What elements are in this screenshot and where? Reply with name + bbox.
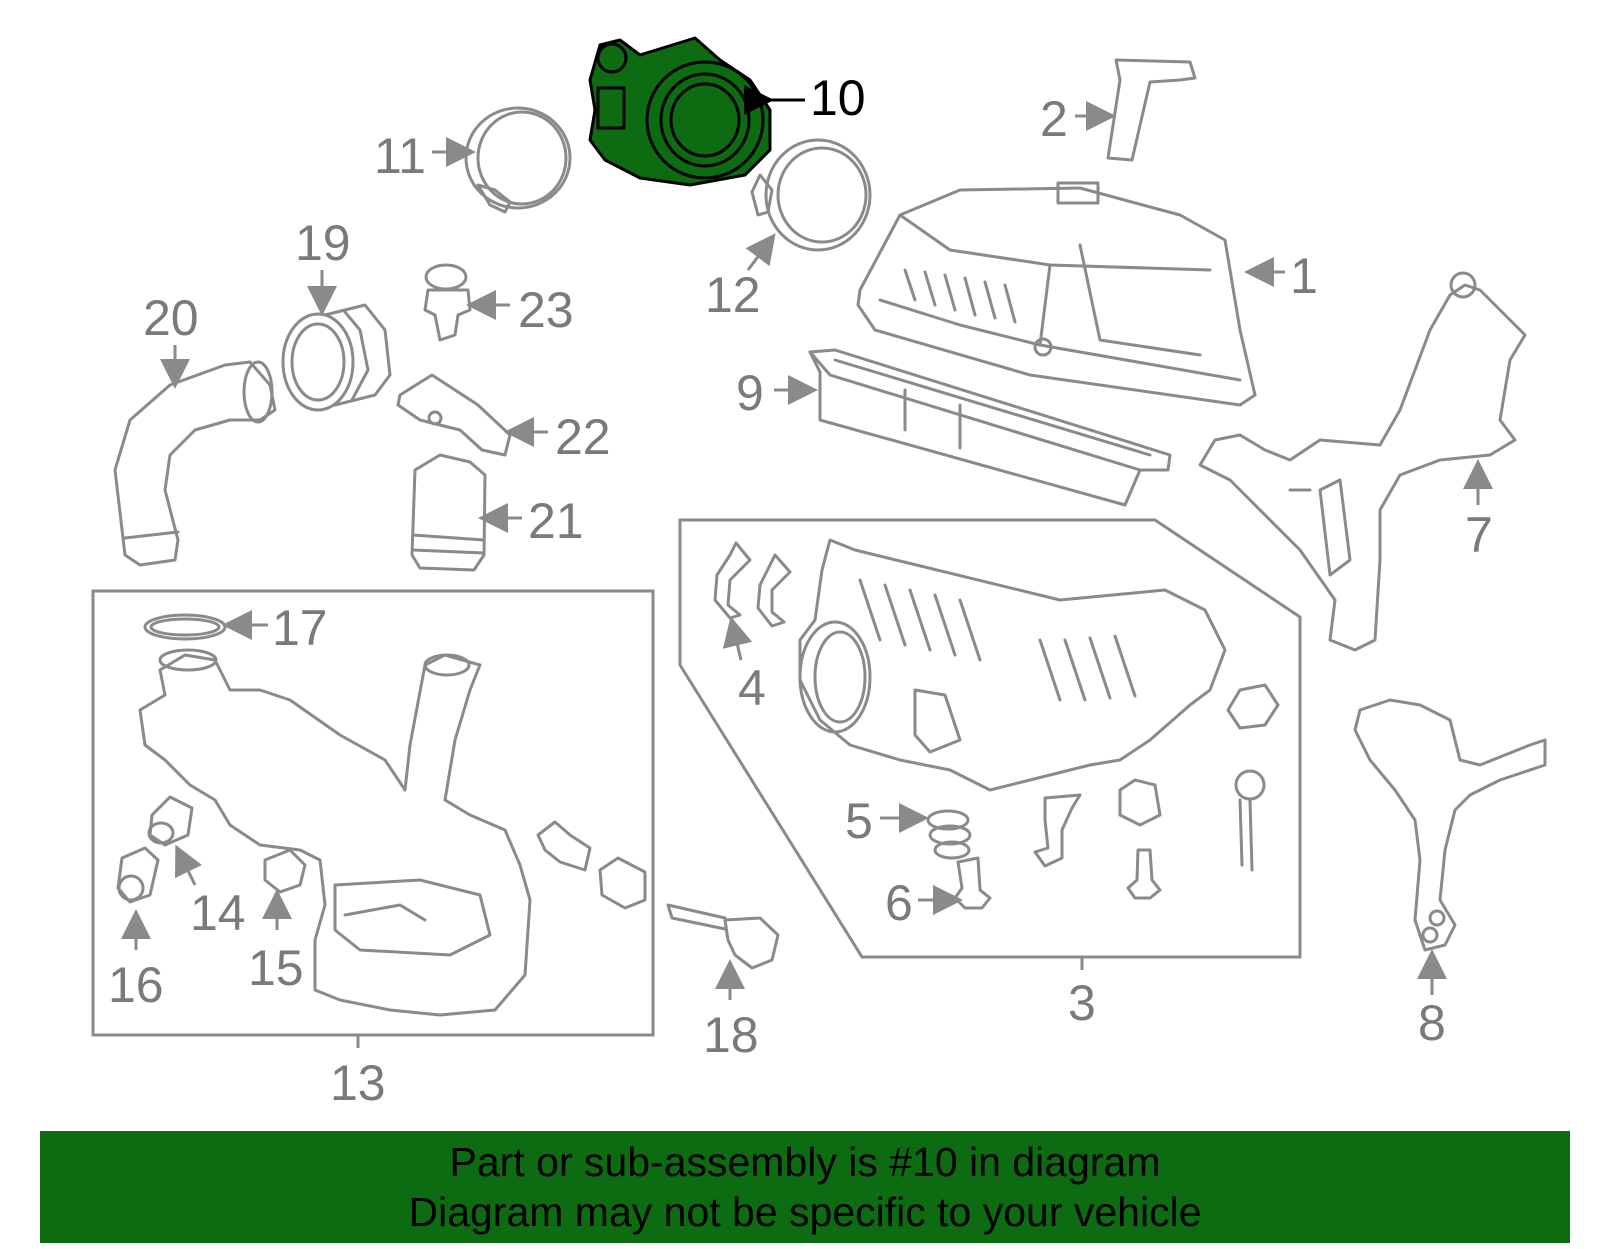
callout-17: 17 [272, 600, 328, 656]
part-mount-stud[interactable] [536, 820, 647, 910]
part-13-resonator-assembly[interactable] [138, 648, 532, 1017]
part-2-sensor[interactable] [1106, 58, 1197, 162]
callout-20: 20 [143, 290, 199, 346]
callout-3: 3 [1068, 975, 1096, 1031]
part-14-grommet[interactable] [147, 795, 194, 847]
callout-8: 8 [1418, 995, 1446, 1051]
part-7-bracket[interactable] [1198, 271, 1527, 652]
callout-16: 16 [108, 957, 164, 1013]
callout-21: 21 [528, 493, 584, 549]
callout-18: 18 [703, 1007, 759, 1063]
callout-12: 12 [705, 267, 761, 323]
part-18-bolt[interactable] [666, 903, 780, 970]
part-20-duct[interactable] [113, 360, 277, 567]
group-box-13 [91, 589, 655, 1037]
part-3-air-cleaner-case[interactable] [798, 538, 1227, 792]
callout-23: 23 [518, 282, 574, 338]
callout-1: 1 [1290, 248, 1318, 304]
part-11-hose-clamp[interactable] [464, 106, 572, 214]
part-1-air-cleaner-cover[interactable] [856, 181, 1257, 407]
part-15-grommet[interactable] [263, 848, 307, 894]
part-6-collar[interactable] [953, 856, 992, 910]
part-10-intake-adapter[interactable] [588, 36, 805, 187]
callout-4: 4 [738, 660, 766, 716]
part-17-o-ring[interactable] [143, 613, 227, 641]
callout-9: 9 [736, 365, 764, 421]
part-case-hardware[interactable] [1033, 683, 1280, 900]
callout-11: 11 [374, 128, 426, 184]
callout-2: 2 [1040, 91, 1068, 147]
callout-13: 13 [330, 1055, 386, 1111]
part-8-bracket[interactable] [1353, 698, 1547, 952]
part-22-bracket[interactable] [396, 373, 512, 457]
part-5-grommet[interactable] [926, 809, 972, 860]
part-16-grommet[interactable] [116, 846, 160, 904]
part-19-coupler[interactable] [281, 303, 392, 412]
info-banner: Part or sub-assembly is #10 in diagram D… [40, 1131, 1570, 1243]
part-4-clips[interactable] [713, 541, 792, 628]
callout-19: 19 [295, 215, 351, 271]
part-21-resonator[interactable] [410, 453, 487, 572]
callout-5: 5 [845, 793, 873, 849]
part-23-push-clip[interactable] [423, 263, 472, 342]
banner-line-1: Part or sub-assembly is #10 in diagram [449, 1139, 1161, 1185]
callout-15: 15 [248, 940, 304, 996]
callout-6: 6 [885, 875, 913, 931]
callout-10: 10 [810, 70, 866, 126]
callout-22: 22 [555, 409, 611, 465]
part-9-air-filter[interactable] [808, 348, 1172, 507]
callout-14: 14 [190, 885, 246, 941]
banner-line-2: Diagram may not be specific to your vehi… [408, 1189, 1202, 1235]
part-12-hose-clamp[interactable] [750, 138, 872, 252]
group-box-3 [678, 518, 1302, 959]
callout-7: 7 [1465, 507, 1493, 563]
